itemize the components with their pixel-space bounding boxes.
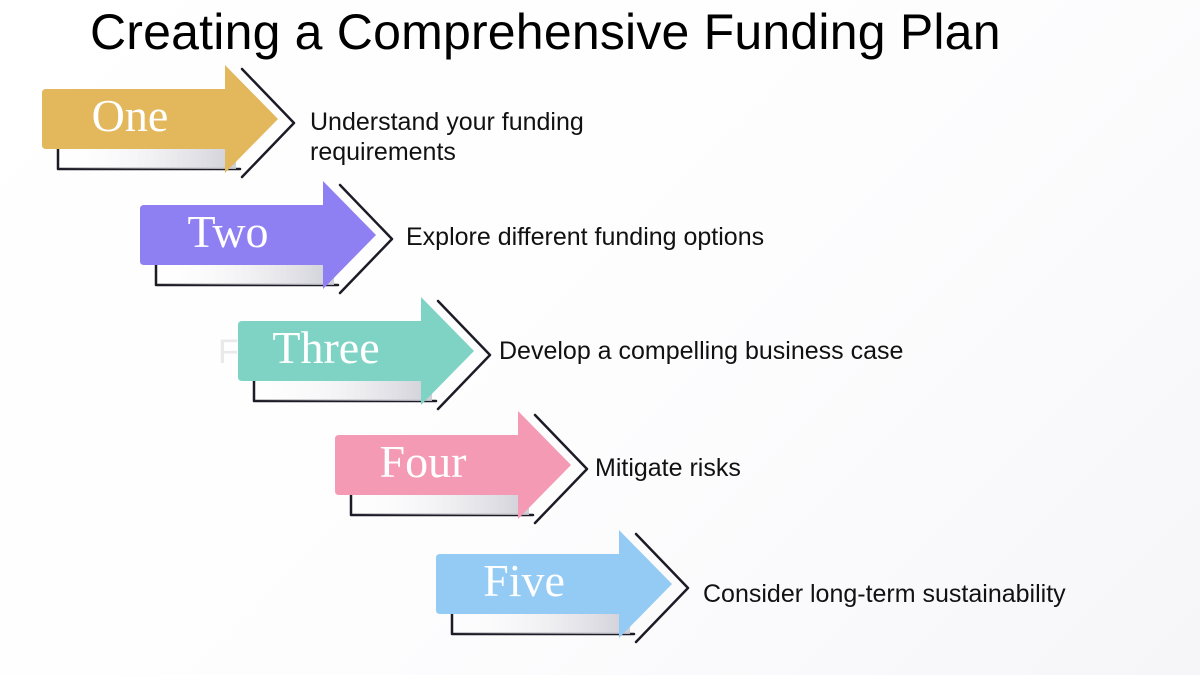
page-title: Creating a Comprehensive Funding Plan: [90, 4, 1001, 60]
step-label-one: One: [91, 90, 169, 141]
step-label-three: Three: [272, 322, 380, 373]
step-text-four: Mitigate risks: [595, 453, 741, 483]
step-text-two-line-1: Explore different funding options: [406, 223, 765, 251]
step-three: Three: [236, 295, 496, 420]
step-text-one: Understand your funding requirements: [310, 107, 584, 167]
step-text-four-line-1: Mitigate risks: [595, 454, 741, 482]
arrow-body-one: [42, 65, 278, 173]
arrow-body-four: [335, 411, 571, 519]
step-two: Two: [138, 179, 398, 304]
arrow-five-icon: [436, 530, 690, 644]
arrow-one-icon: [42, 65, 296, 179]
step-text-three: Develop a compelling business case: [499, 336, 903, 366]
step-five: Five: [434, 528, 694, 653]
arrow-three-icon: [238, 297, 492, 411]
arrow-body-two: [140, 181, 376, 289]
step-text-three-line-1: Develop a compelling business case: [499, 337, 904, 365]
arrow-body-five: [436, 530, 672, 638]
step-text-two: Explore different funding options: [406, 222, 764, 252]
step-label-five: Five: [483, 555, 565, 606]
arrow-two-icon: [140, 181, 394, 295]
step-text-five-line-1: Consider long-term sustainability: [703, 580, 1066, 608]
arrow-four-icon: [335, 411, 589, 525]
arrow-body-three: [238, 297, 474, 405]
step-label-two: Two: [187, 206, 269, 257]
step-one: One: [40, 63, 300, 188]
step-label-four: Four: [379, 436, 467, 487]
step-text-five: Consider long-term sustainability: [703, 579, 1066, 609]
step-text-one-line-2: requirements: [310, 138, 456, 166]
step-four: Four: [333, 409, 593, 534]
step-text-one-line-1: Understand your funding: [310, 108, 584, 136]
